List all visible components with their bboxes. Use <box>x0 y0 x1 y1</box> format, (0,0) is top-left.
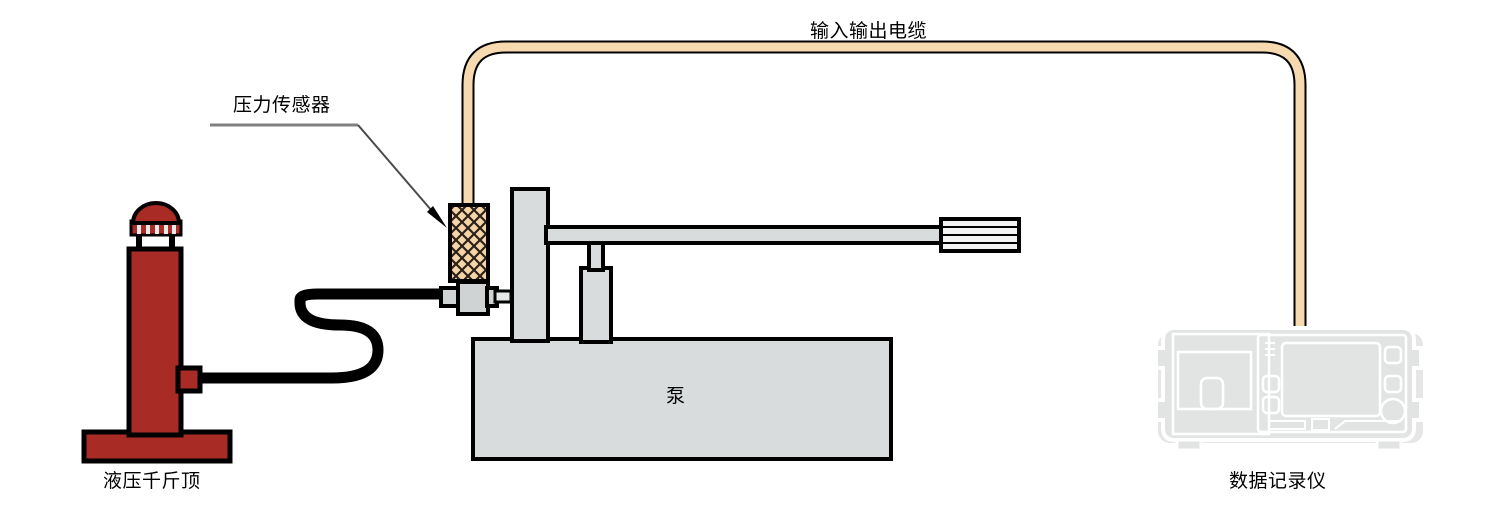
hydraulic-hose <box>190 288 443 384</box>
sensor-leader-line <box>210 123 447 228</box>
hydraulic-jack-label: 液压千斤顶 <box>103 471 201 492</box>
pump-handle-grip <box>939 217 1021 253</box>
pump-label: 泵 <box>666 386 686 407</box>
pressure-sensor <box>448 203 490 283</box>
io-cable-label: 输入输出电缆 <box>810 21 928 42</box>
pump <box>471 187 1021 461</box>
data-logger-label: 数据记录仪 <box>1229 471 1327 492</box>
pressure-sensor-label: 压力传感器 <box>233 95 331 116</box>
hydraulic-jack <box>81 201 233 464</box>
sensor-fitting <box>439 280 513 316</box>
data-logger <box>1154 326 1423 452</box>
io-cable <box>461 40 1307 330</box>
